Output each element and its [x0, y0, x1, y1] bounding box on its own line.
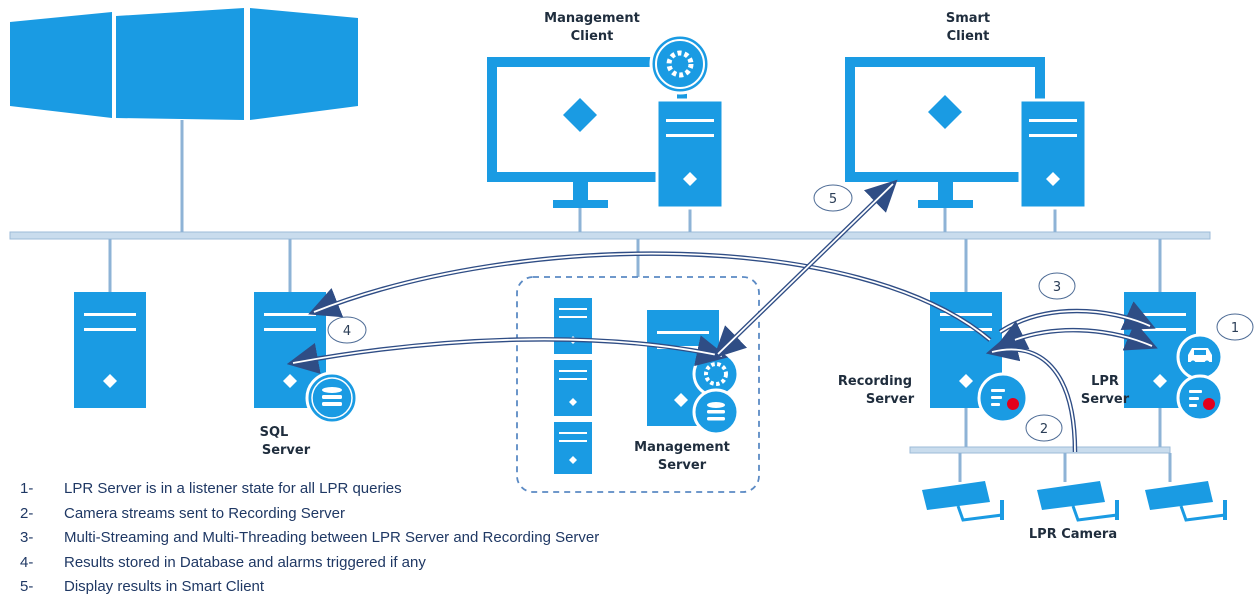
- recording-server-label-2: Server: [866, 392, 915, 407]
- smart-client-label-2: Client: [947, 29, 990, 44]
- sql-server-label-1: SQL: [260, 425, 289, 440]
- svg-text:2: 2: [1040, 422, 1048, 437]
- network-lines: [9, 120, 1211, 482]
- step-bubble-3: 3: [1038, 272, 1076, 300]
- management-server-label-1: Management: [634, 440, 730, 455]
- management-server-label-2: Server: [658, 458, 707, 473]
- svg-text:1: 1: [1231, 321, 1239, 336]
- legend-item-4: 4-Results stored in Database and alarms …: [20, 553, 426, 571]
- step-bubble-1: 1: [1216, 313, 1254, 341]
- camera-1-icon: [922, 481, 1004, 522]
- windows-logo-icon: [10, 8, 358, 120]
- lpr-server-label-2: Server: [1081, 392, 1130, 407]
- camera-3-icon: [1145, 481, 1227, 522]
- lpr-server-label-1: LPR: [1091, 374, 1119, 389]
- step-bubble-2: 2: [1025, 414, 1063, 442]
- management-client-label-2: Client: [571, 29, 614, 44]
- flow-arrows: [286, 179, 1158, 453]
- sql-server-database-icon: [305, 371, 359, 425]
- management-client-monitor-icon: [487, 57, 687, 208]
- step-bubble-5: 5: [813, 184, 853, 212]
- sql-server-label-2: Server: [262, 443, 311, 458]
- recording-server-record-icon: [977, 372, 1029, 424]
- svg-text:5: 5: [829, 192, 837, 207]
- smart-client-monitor-icon: [845, 57, 1045, 208]
- server-tower-icon: [74, 292, 146, 408]
- recording-server-label-1: Recording: [838, 374, 912, 389]
- lpr-camera-label: LPR Camera: [1029, 527, 1117, 542]
- management-client-tower-icon: [655, 98, 725, 210]
- legend-item-1: 1-LPR Server is in a listener state for …: [20, 480, 402, 497]
- management-server-database-icon: [692, 388, 740, 436]
- management-client-label-1: Management: [544, 11, 640, 26]
- management-client-gear-icon: [649, 33, 711, 95]
- smart-client-label-1: Smart: [946, 11, 990, 26]
- lpr-server-car-icon: [1176, 333, 1224, 381]
- management-server-group-box: [516, 276, 760, 493]
- lpr-server-record-icon: [1176, 374, 1224, 422]
- legend-item-5: 5-Display results in Smart Client: [20, 578, 265, 595]
- steps-legend: 1-LPR Server is in a listener state for …: [20, 478, 599, 601]
- svg-text:3: 3: [1053, 280, 1061, 295]
- svg-text:4: 4: [343, 324, 351, 339]
- legend-item-2: 2-Camera streams sent to Recording Serve…: [20, 504, 345, 522]
- management-server-small-tower-1-icon: [554, 298, 592, 354]
- management-server-small-tower-2-icon: [554, 360, 592, 416]
- legend-item-3: 3-Multi-Streaming and Multi-Threading be…: [20, 529, 600, 546]
- smart-client-tower-icon: [1018, 98, 1088, 210]
- management-server-small-tower-3-icon: [554, 422, 592, 474]
- step-bubble-4: 4: [327, 316, 367, 344]
- camera-2-icon: [1037, 481, 1119, 522]
